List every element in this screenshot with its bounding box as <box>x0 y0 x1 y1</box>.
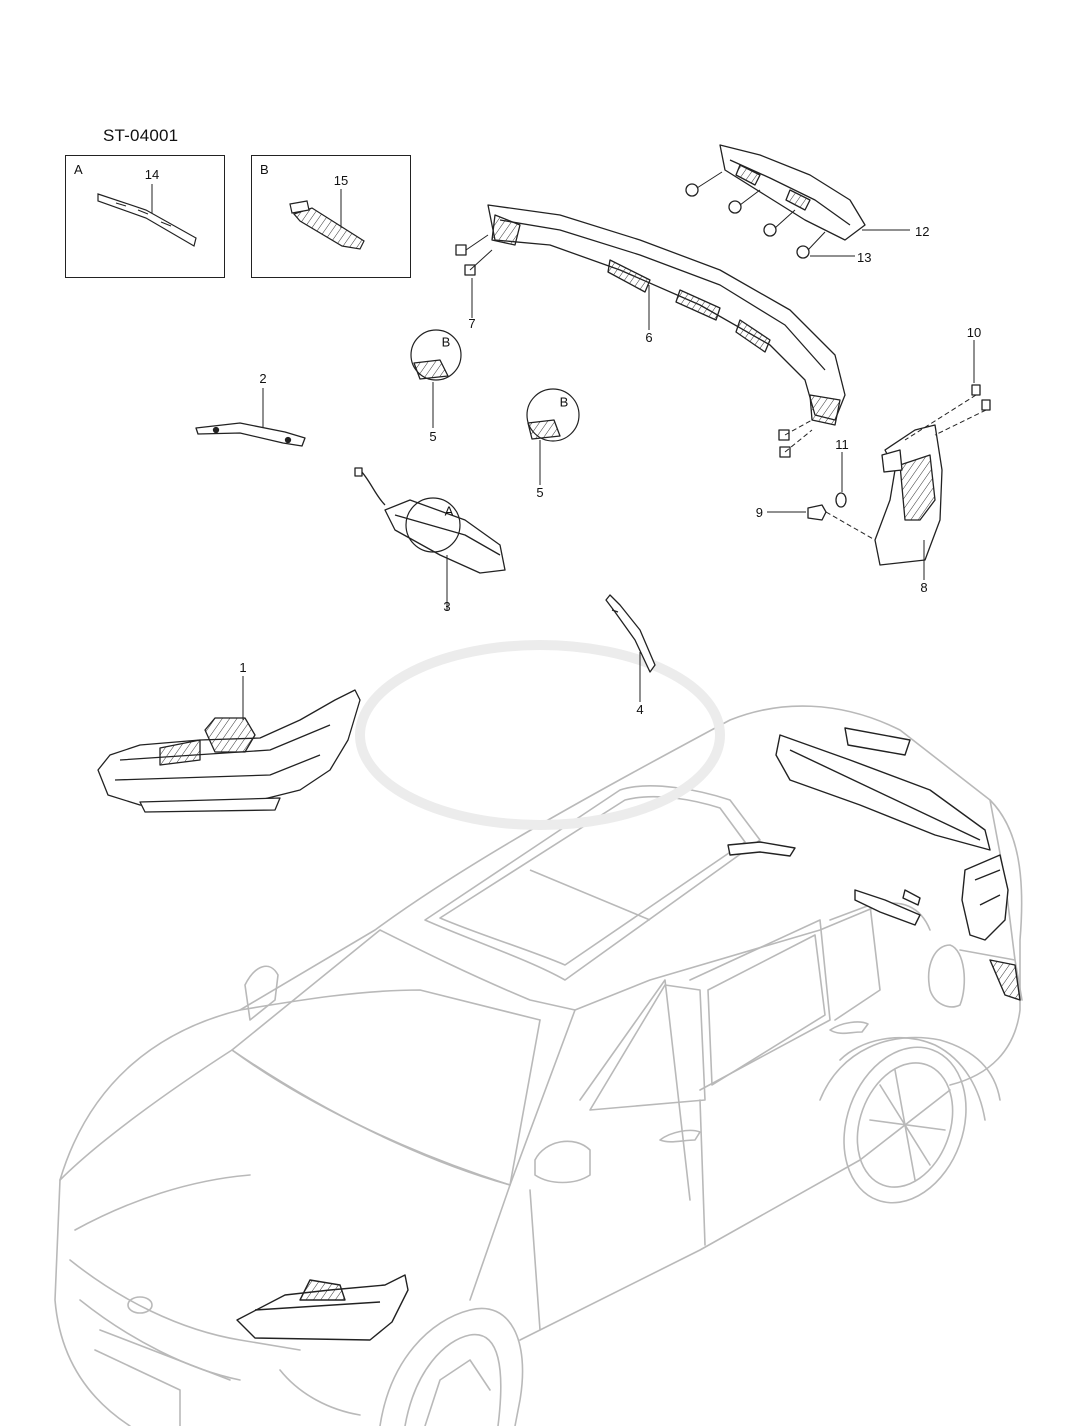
callout-2: 2 <box>259 371 267 386</box>
part-15-drawing <box>289 189 365 250</box>
callout-12: 12 <box>915 224 930 239</box>
detail-view-letter: B <box>260 162 269 177</box>
diagram-code: ST-04001 <box>103 126 179 145</box>
callout-15: 15 <box>333 173 349 188</box>
callout-5: 5 <box>536 485 544 500</box>
zoom-circles <box>405 329 580 553</box>
callout-14: 14 <box>144 167 160 182</box>
callout-1: 1 <box>239 660 247 675</box>
callout-3: 3 <box>443 599 451 614</box>
zoom-ref-letter-b: B <box>441 334 451 350</box>
detail-view-b: B 15 <box>251 155 411 278</box>
exploded-parts <box>97 144 991 813</box>
sunroof-outline <box>424 785 761 981</box>
callout-8: 8 <box>920 580 928 595</box>
installed-parts <box>236 727 1021 1341</box>
callout-5: 5 <box>429 429 437 444</box>
vehicle-outline <box>54 705 1023 1426</box>
leader-lines <box>242 171 987 720</box>
callout-9: 9 <box>755 505 763 520</box>
detail-view-letter: A <box>74 162 83 177</box>
callout-13: 13 <box>857 250 872 265</box>
callout-7: 7 <box>468 316 476 331</box>
callout-6: 6 <box>645 330 653 345</box>
zoom-ref-letter-a: A <box>444 503 454 519</box>
part-14-drawing <box>97 184 197 247</box>
detail-view-a: A 14 <box>65 155 225 278</box>
callout-11: 11 <box>835 437 849 452</box>
callout-10: 10 <box>966 325 982 340</box>
watermark-ring <box>355 640 725 830</box>
zoom-ref-letter-b: B <box>559 394 569 410</box>
callout-4: 4 <box>636 702 644 717</box>
